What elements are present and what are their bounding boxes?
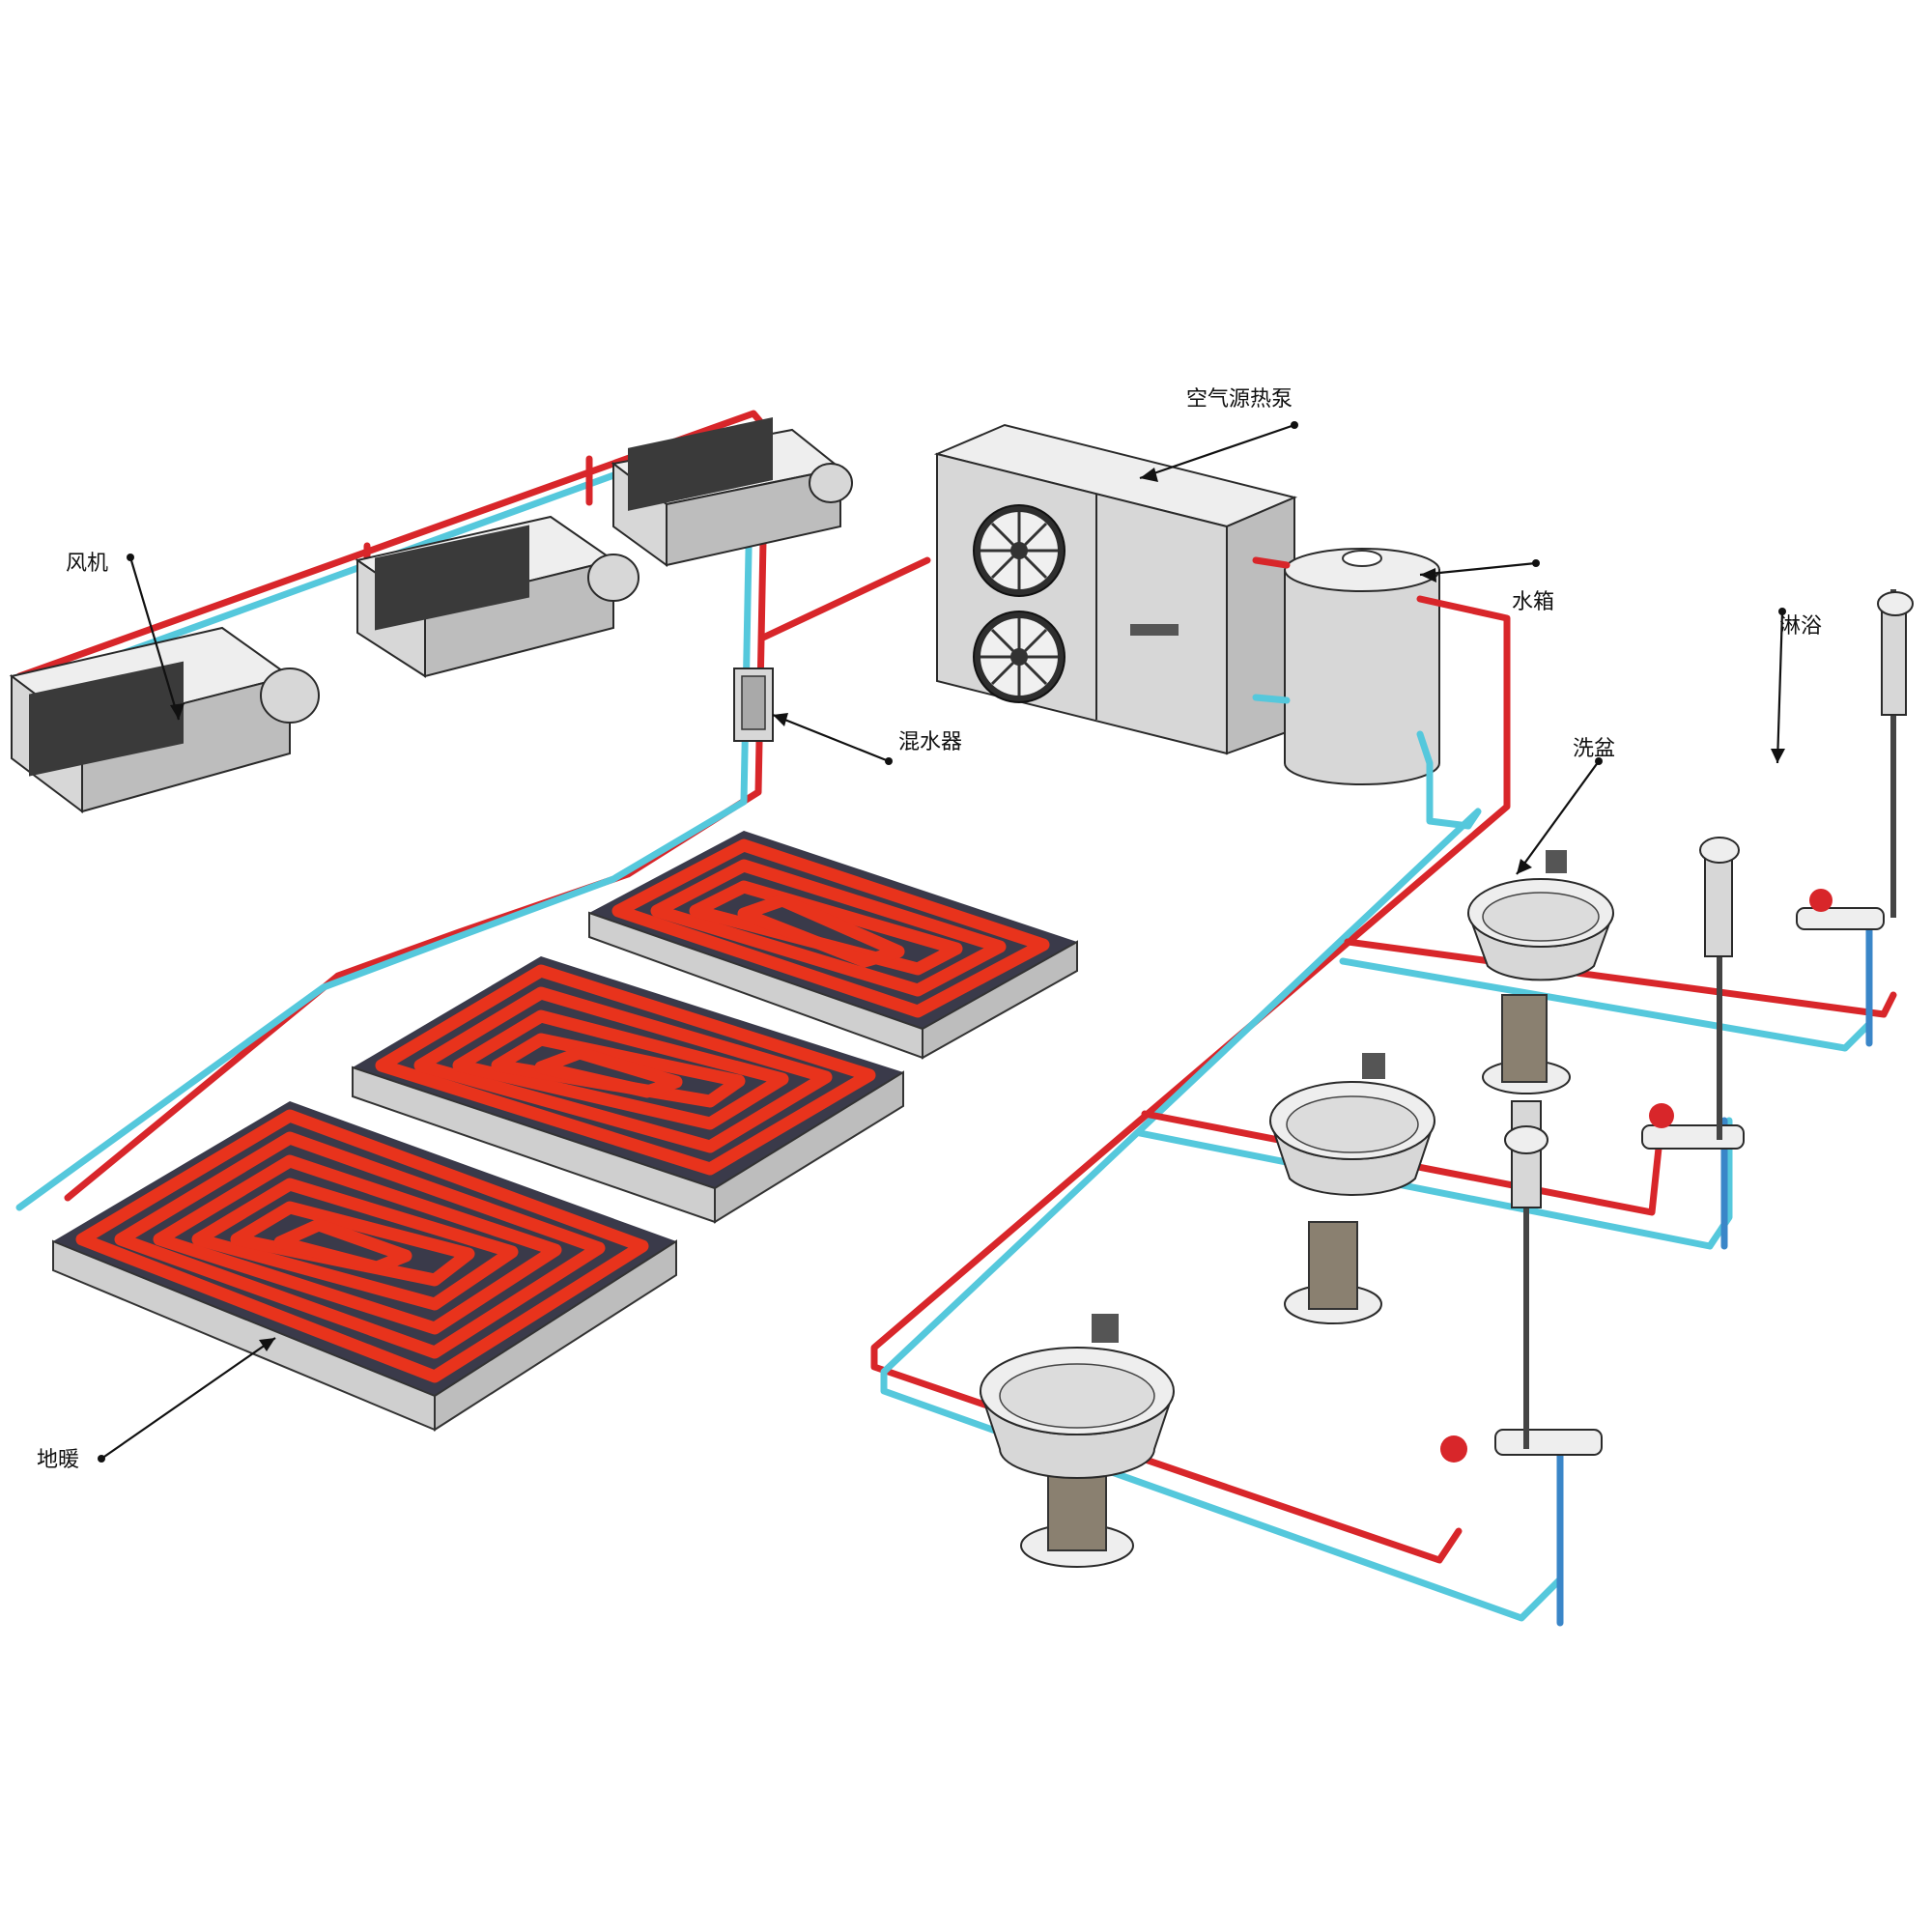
dhw-cold-main: [880, 730, 1564, 1622]
shower-set-1: [1440, 1100, 1603, 1463]
dhw-cold-branch-2: [1136, 1117, 1733, 1250]
label-air-source-heat-pump: 空气源热泵: [1139, 387, 1298, 482]
label-wash-basin: 洗盆: [1516, 737, 1615, 875]
mixer-to-heatpump-hot: [759, 556, 931, 641]
label-water-mixer: 混水器: [772, 713, 962, 765]
label-shower: 淋浴: [1771, 608, 1822, 764]
floor-heating-panel-2: [352, 956, 904, 1224]
dhw-hot-main: [870, 595, 1511, 1564]
shower-set-2: [1641, 837, 1745, 1150]
label-water-tank: 水箱: [1419, 559, 1554, 614]
water-mixer-unit: [733, 668, 774, 742]
heat-pump-fan-bottom: [973, 611, 1065, 703]
label-text-floor-heating: 地暖: [37, 1448, 79, 1472]
label-text-water-tank: 水箱: [1512, 590, 1554, 614]
dhw-cold-branch-1: [1339, 914, 1873, 1052]
label-text-water-mixer: 混水器: [898, 730, 962, 754]
heat-pump-handle: [1130, 624, 1179, 636]
shower-set-3: [1796, 589, 1914, 930]
fan-coil-3-grill: [628, 416, 773, 511]
label-text-wash-basin: 洗盆: [1573, 737, 1615, 761]
label-fan-unit: 风机: [66, 552, 185, 721]
label-floor-heating: 地暖: [37, 1337, 276, 1472]
label-text-shower: 淋浴: [1779, 614, 1822, 639]
floor-heating-coil-2: [375, 964, 876, 1176]
fan-coil-1-grill: [29, 661, 184, 777]
label-text-air-source-heat-pump: 空气源热泵: [1186, 387, 1293, 412]
fan-coil-unit-3: [611, 416, 853, 567]
floor-heating-panel-1: [52, 1101, 677, 1432]
fan-coil-2-grill: [375, 525, 529, 631]
heat-pump-fan-top: [973, 504, 1065, 597]
fan-hot-supply-pipe: [15, 410, 767, 1202]
air-source-heat-pump-unit: [933, 423, 1298, 755]
floor-heating-coil-3: [611, 838, 1050, 1018]
fan-coil-unit-2: [355, 515, 639, 678]
wash-basin-3: [1467, 850, 1614, 1094]
floor-heating-panel-3: [588, 831, 1078, 1060]
wash-basin-2: [1269, 1053, 1435, 1324]
wash-basin-1: [980, 1314, 1175, 1568]
floor-heating-coil-1: [75, 1109, 649, 1383]
water-tank-unit: [1252, 548, 1440, 785]
label-text-fan-unit: 风机: [66, 552, 108, 576]
fan-coil-unit-1: [9, 626, 320, 814]
